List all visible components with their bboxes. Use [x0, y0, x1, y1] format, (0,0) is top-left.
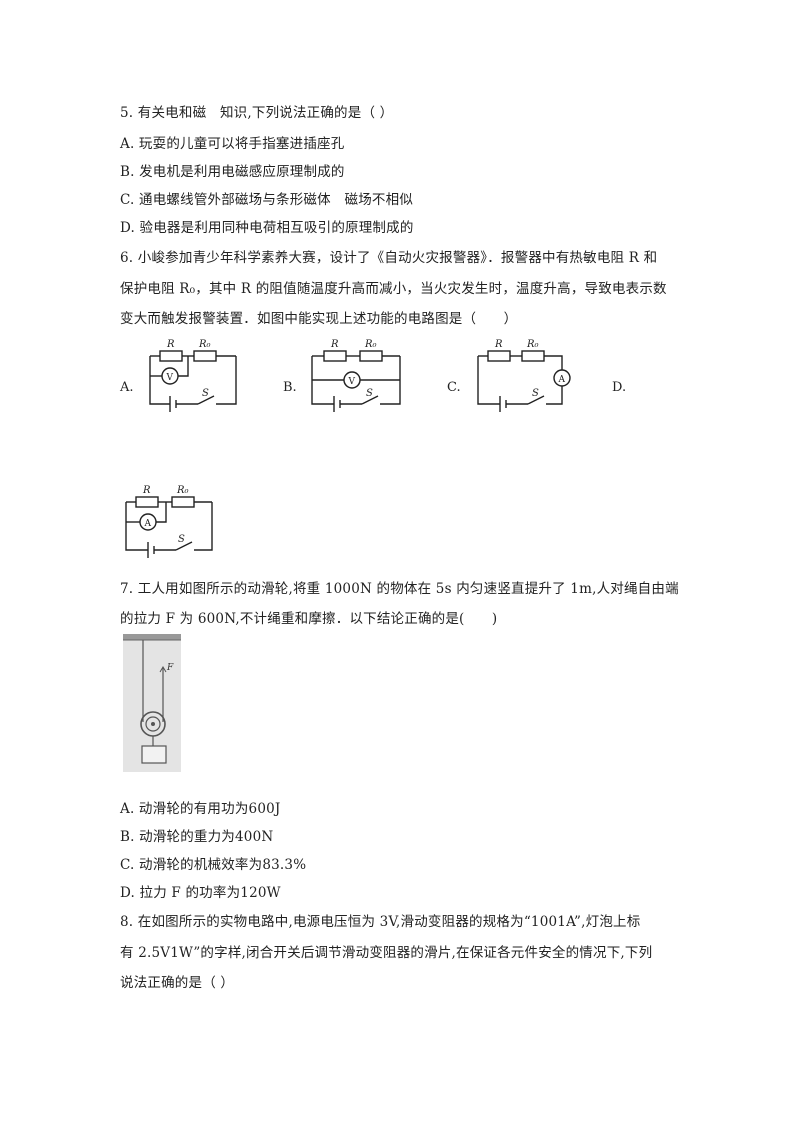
- circuit-c-meter: A: [558, 375, 566, 385]
- pulley-figure: F: [123, 634, 181, 772]
- circuit-a-label: A.: [120, 380, 134, 395]
- q6-stem-line3: 变大而触发报警装置．如图中能实现上述功能的电路图是（ ）: [120, 311, 518, 327]
- circuit-b-r: R: [330, 339, 339, 350]
- q7-option-b: B. 动滑轮的重力为400N: [120, 829, 274, 845]
- q7-option-d: D. 拉力 F 的功率为120W: [120, 885, 281, 901]
- q6-stem-line1: 6. 小峻参加青少年科学素养大赛，设计了《自动火灾报警器》．报警器中有热敏电阻 …: [120, 250, 658, 266]
- q5-option-b: B. 发电机是利用电磁感应原理制成的: [120, 164, 345, 180]
- q7-stem-line1: 7. 工人用如图所示的动滑轮,将重 1000N 的物体在 5s 内匀速竖直提升了…: [120, 581, 679, 597]
- circuit-a-diagram: R R₀ V S: [149, 339, 237, 412]
- circuit-b-diagram: R R₀ V S: [311, 339, 401, 412]
- circuit-d-diagram: R R₀ A S: [125, 485, 213, 558]
- circuit-d-meter: A: [144, 519, 152, 529]
- q6-stem-line2: 保护电阻 R₀，其中 R 的阻值随温度升高而减小，当火灾发生时，温度升高，导致电…: [120, 281, 667, 297]
- q5-option-c: C. 通电螺线管外部磁场与条形磁体 磁场不相似: [120, 192, 414, 208]
- q7-option-c: C. 动滑轮的机械效率为83.3%: [120, 857, 307, 873]
- q5-option-d: D. 验电器是利用同种电荷相互吸引的原理制成的: [120, 220, 414, 236]
- circuit-c-r: R: [494, 339, 503, 350]
- circuit-a-r0: R₀: [198, 339, 211, 350]
- q7-stem-line2: 的拉力 F 为 600N,不计绳重和摩擦．以下结论正确的是( ): [120, 611, 498, 627]
- q8-stem-line2: 有 2.5V1W”的字样,闭合开关后调节滑动变阻器的滑片,在保证各元件安全的情况…: [120, 945, 653, 961]
- pulley-force-label: F: [166, 663, 174, 673]
- circuit-b-switch: S: [366, 388, 373, 399]
- q8-stem-line1: 8. 在如图所示的实物电路中,电源电压恒为 3V,滑动变阻器的规格为“1001A…: [120, 914, 641, 930]
- q8-stem-line3: 说法正确的是（ ）: [120, 975, 235, 991]
- circuit-c-label: C.: [447, 380, 461, 395]
- circuit-d-r: R: [142, 485, 151, 496]
- q7-option-a: A. 动滑轮的有用功为600J: [120, 801, 281, 817]
- circuit-a-r: R: [166, 339, 175, 350]
- q5-stem: 5. 有关电和磁 知识,下列说法正确的是（ ）: [120, 105, 394, 121]
- circuit-c-switch: S: [532, 388, 539, 399]
- circuit-c-diagram: R R₀ A S: [477, 339, 571, 412]
- circuit-b-r0: R₀: [364, 339, 377, 350]
- q5-option-a: A. 玩耍的儿童可以将手指塞进插座孔: [120, 136, 345, 152]
- circuit-a-switch: S: [202, 388, 209, 399]
- circuit-a-meter: V: [166, 373, 174, 383]
- circuit-b-label: B.: [283, 380, 297, 395]
- circuit-d-r0: R₀: [176, 485, 189, 496]
- circuit-d-label: D.: [612, 380, 627, 395]
- circuit-c-r0: R₀: [526, 339, 539, 350]
- circuit-d-switch: S: [178, 534, 185, 545]
- circuit-b-meter: V: [348, 377, 356, 387]
